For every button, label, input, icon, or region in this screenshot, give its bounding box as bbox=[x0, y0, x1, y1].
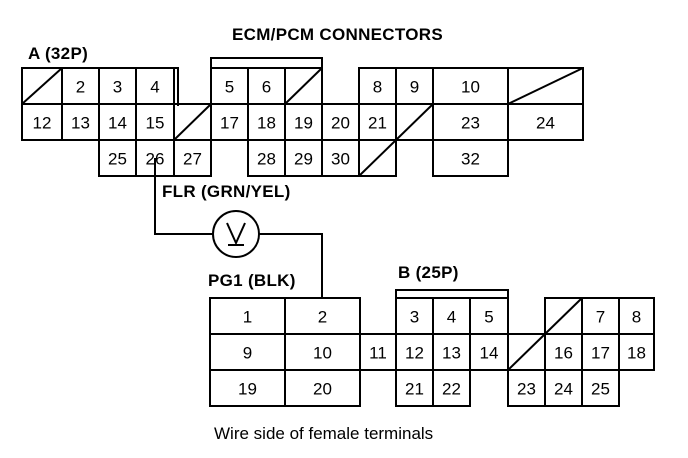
connector-b-label: B (25P) bbox=[398, 263, 459, 282]
pin-number: 3 bbox=[113, 78, 122, 97]
pin-number: 19 bbox=[294, 114, 313, 133]
pin-number: 21 bbox=[368, 114, 387, 133]
pin-number: 5 bbox=[225, 78, 234, 97]
connector-b-cell bbox=[284, 369, 361, 407]
pin-number: 4 bbox=[447, 308, 456, 327]
pin-number: 27 bbox=[183, 150, 202, 169]
pin-number: 19 bbox=[238, 380, 257, 399]
pin-number: 23 bbox=[517, 380, 536, 399]
pin-number: 9 bbox=[410, 78, 419, 97]
pin-number: 4 bbox=[150, 78, 159, 97]
slash-icon bbox=[507, 67, 584, 105]
pin-number: 1 bbox=[243, 308, 252, 327]
pin-number: 23 bbox=[461, 114, 480, 133]
slash-icon bbox=[21, 67, 63, 105]
caption: Wire side of female terminals bbox=[214, 424, 434, 443]
pin-number: 8 bbox=[373, 78, 382, 97]
slash-icon bbox=[358, 139, 397, 177]
pin-number: 17 bbox=[591, 344, 610, 363]
connector-a-cell bbox=[173, 139, 212, 177]
pin-number: 32 bbox=[461, 150, 480, 169]
pg1-probe-wire bbox=[259, 233, 323, 297]
pin-number: 28 bbox=[257, 150, 276, 169]
pin-number: 14 bbox=[108, 114, 127, 133]
pin-number: 2 bbox=[76, 78, 85, 97]
pin-number: 14 bbox=[480, 344, 499, 363]
connector-a-top-tab bbox=[210, 57, 323, 68]
pin-number: 20 bbox=[313, 380, 332, 399]
pin-number: 16 bbox=[554, 344, 573, 363]
pin-number: 12 bbox=[405, 344, 424, 363]
pin-number: 15 bbox=[146, 114, 165, 133]
connector-a-cell bbox=[507, 103, 584, 141]
pin-number: 11 bbox=[369, 344, 387, 363]
pin-number: 8 bbox=[632, 308, 641, 327]
connector-a-cell bbox=[358, 139, 397, 177]
flr-wire-label: FLR (GRN/YEL) bbox=[162, 182, 291, 201]
connector-b-cell bbox=[618, 333, 655, 371]
pin-number: 24 bbox=[536, 114, 555, 133]
pin-number: 21 bbox=[405, 380, 424, 399]
connector-b-tab bbox=[395, 289, 509, 298]
slash-icon bbox=[544, 297, 583, 335]
connector-b-cell bbox=[581, 369, 620, 407]
pin-number: 29 bbox=[294, 150, 313, 169]
pin-number: 22 bbox=[442, 380, 461, 399]
pin-number: 2 bbox=[318, 308, 327, 327]
pin-number: 9 bbox=[243, 344, 252, 363]
slash-icon bbox=[507, 333, 546, 371]
pin-number: 3 bbox=[410, 308, 419, 327]
connector-a-cell bbox=[432, 139, 509, 177]
pin-number: 10 bbox=[313, 344, 332, 363]
slash-icon bbox=[284, 67, 323, 105]
pin-number: 10 bbox=[461, 78, 480, 97]
pin-number: 17 bbox=[220, 114, 239, 133]
pin-number: 7 bbox=[596, 308, 605, 327]
voltmeter-symbol bbox=[226, 222, 246, 246]
connector-a-label: A (32P) bbox=[28, 44, 89, 63]
pin-number: 18 bbox=[627, 344, 646, 363]
pin-number: 5 bbox=[484, 308, 493, 327]
pin-number: 24 bbox=[554, 380, 573, 399]
voltmeter-icon bbox=[212, 210, 260, 258]
connector-b-cell bbox=[432, 369, 471, 407]
slash-icon bbox=[173, 103, 212, 141]
pin-number: 20 bbox=[331, 114, 350, 133]
pin-number: 26 bbox=[146, 150, 165, 169]
pg1-wire-label: PG1 (BLK) bbox=[208, 271, 296, 290]
pin-number: 13 bbox=[71, 114, 90, 133]
pin-number: 12 bbox=[33, 114, 52, 133]
pin-number: 18 bbox=[257, 114, 276, 133]
pin-number: 30 bbox=[331, 150, 350, 169]
pin-number: 25 bbox=[108, 150, 127, 169]
pin-number: 13 bbox=[442, 344, 461, 363]
pin-number: 6 bbox=[262, 78, 271, 97]
flr-probe-wire bbox=[154, 158, 213, 235]
diagram-title: ECM/PCM CONNECTORS bbox=[232, 25, 443, 44]
slash-icon bbox=[395, 103, 434, 141]
pin-number: 25 bbox=[591, 380, 610, 399]
